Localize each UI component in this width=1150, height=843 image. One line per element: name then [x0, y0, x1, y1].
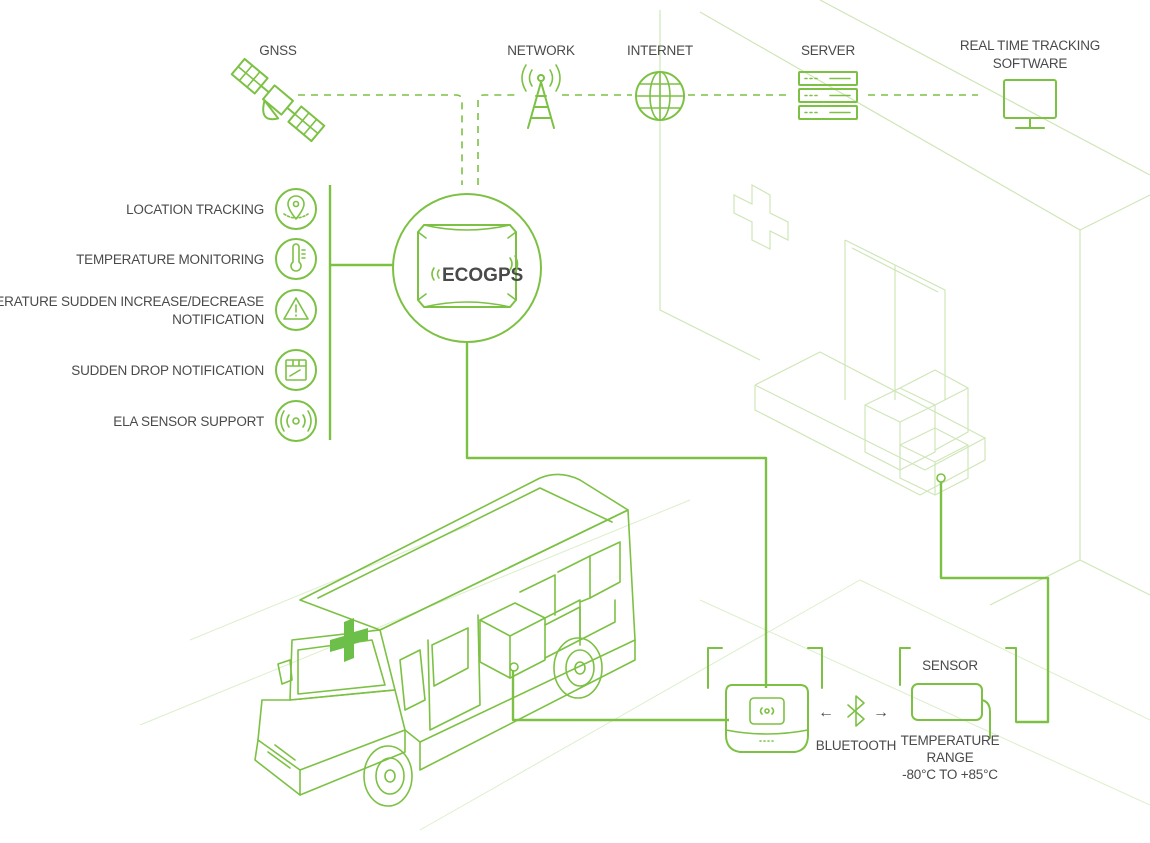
- signal-waves-icon: [280, 410, 312, 432]
- software-label-line2: SOFTWARE: [993, 56, 1068, 71]
- satellite-icon: [230, 57, 326, 143]
- feature-label: ELA SENSOR SUPPORT: [113, 414, 264, 429]
- arrow-right-icon: →: [873, 704, 889, 721]
- software-label-line1: REAL TIME TRACKING: [960, 38, 1100, 53]
- network-tower-icon: [521, 64, 561, 129]
- feature-location-tracking: LOCATION TRACKING: [126, 188, 317, 230]
- wire-device-to-gateway: [465, 342, 768, 688]
- sensor-range-line3: -80°C TO +85°C: [902, 767, 998, 782]
- feature-label: LOCATION TRACKING: [126, 202, 264, 217]
- wire-van-to-gateway: [511, 670, 729, 722]
- warning-icon: [283, 297, 309, 320]
- gateway-device: [707, 647, 823, 753]
- medical-cross-icon: [330, 618, 368, 662]
- ecogps-device: ECOGPS: [392, 193, 542, 343]
- feature-ela-sensor-support: ELA SENSOR SUPPORT: [113, 400, 317, 442]
- feature-temperature-monitoring: TEMPERATURE MONITORING: [76, 238, 317, 280]
- sensor-range-line2: RANGE: [926, 750, 973, 765]
- feature-label: SUDDEN DROP NOTIFICATION: [71, 363, 264, 378]
- server-icon: [798, 71, 858, 120]
- van-cargo-boxes: [479, 541, 621, 679]
- internet-label: INTERNET: [627, 43, 693, 58]
- arrow-left-icon: ←: [818, 704, 834, 721]
- top-connections: [298, 94, 978, 185]
- wire-storage-to-sensor: [939, 482, 1050, 724]
- feature-temperature-change-notification: TEMPERATURE SUDDEN INCREASE/DECREASE NOT…: [0, 289, 317, 331]
- ecogps-brand: ECOGPS: [442, 265, 523, 286]
- sensor-range-line1: TEMPERATURE: [901, 733, 1000, 748]
- sensor-device: SENSOR TEMPERATURE RANGE -80°C TO +85°C: [899, 647, 1017, 782]
- feature-list: LOCATION TRACKING TEMPERATURE MONITORING…: [0, 185, 396, 442]
- storage-boxes: [864, 369, 969, 496]
- wheel-front: [363, 745, 413, 807]
- gnss-label: GNSS: [259, 43, 297, 58]
- wheel-rear: [553, 637, 603, 699]
- thermometer-icon: [290, 243, 306, 272]
- feature-sudden-drop-notification: SUDDEN DROP NOTIFICATION: [71, 349, 317, 391]
- sensor-title: SENSOR: [922, 658, 978, 673]
- bluetooth-link: ← → BLUETOOTH: [816, 695, 896, 753]
- drop-box-icon: [285, 359, 307, 381]
- feature-label-line2: NOTIFICATION: [172, 312, 264, 327]
- location-pin-icon: [283, 195, 309, 220]
- server-label: SERVER: [801, 43, 856, 58]
- feature-label: TEMPERATURE MONITORING: [76, 252, 264, 267]
- feature-label-line1: TEMPERATURE SUDDEN INCREASE/DECREASE: [0, 294, 264, 309]
- globe-icon: [635, 71, 685, 121]
- network-label: NETWORK: [507, 43, 575, 58]
- bluetooth-icon: [847, 695, 865, 727]
- bluetooth-label: BLUETOOTH: [816, 738, 896, 753]
- ambulance-van: [254, 473, 636, 807]
- monitor-icon: [1003, 79, 1057, 129]
